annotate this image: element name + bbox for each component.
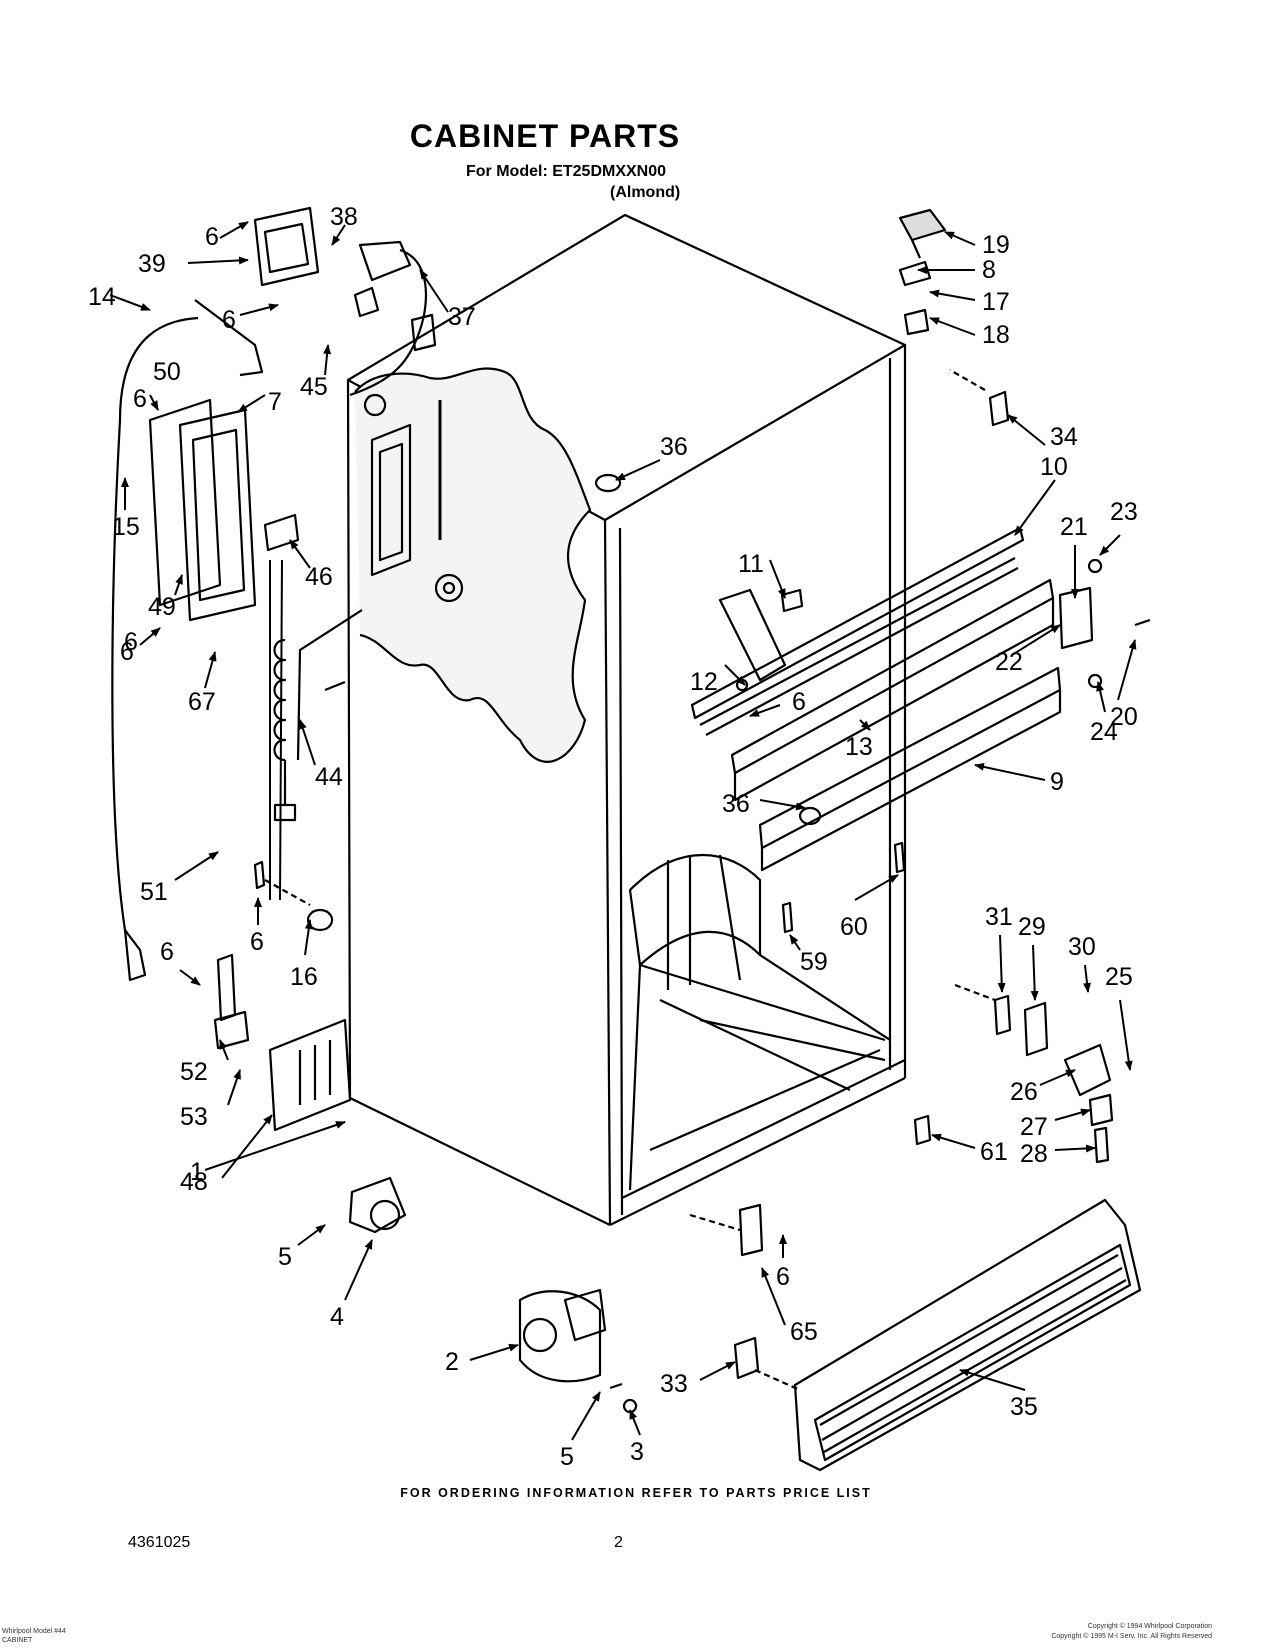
callout-28: 28 [1020,1140,1048,1168]
callout-8: 8 [982,256,996,284]
callout-35: 35 [1010,1393,1038,1421]
model-color: (Almond) [610,184,681,201]
callout-67: 67 [188,688,216,716]
callout-30: 30 [1068,933,1096,961]
callout-48: 48 [180,1168,208,1196]
callout-60: 60 [840,913,868,941]
bottom-left-note: CABINET [2,1637,33,1644]
page-title: CABINET PARTS [409,118,681,154]
ordering-note: FOR ORDERING INFORMATION REFER TO PARTS … [400,1486,872,1500]
callout-6: 6 [133,385,147,413]
callout-20: 20 [1110,703,1138,731]
bottom-left-note: Whirlpool Model #44 [2,1628,66,1635]
callout-9: 9 [1050,768,1064,796]
callout-5: 5 [278,1243,292,1271]
lower-right-parts [689,983,1142,1472]
callout-33: 33 [660,1370,688,1398]
top-hinge-parts [898,208,1151,689]
lower-left-parts [213,860,638,1414]
callout-25: 25 [1105,963,1133,991]
callout-6: 6 [205,223,219,251]
callout-59: 59 [800,948,828,976]
callout-6: 6 [120,638,134,666]
page-number: 2 [614,1534,623,1551]
copyright-note: Copyright © 1994 Whirlpool Corporation [1087,1623,1212,1630]
callout-7: 7 [268,388,282,416]
center-mullion [730,578,1062,872]
callout-36: 36 [722,790,750,818]
callout-27: 27 [1020,1113,1048,1141]
callout-65: 65 [790,1318,818,1346]
callout-37: 37 [448,303,476,331]
callout-52: 52 [180,1058,208,1086]
callout-5: 5 [560,1443,574,1471]
callout-36: 36 [660,433,688,461]
callout-11: 11 [738,550,764,578]
callout-1: 1 [190,1158,204,1186]
callout-21: 21 [1060,513,1088,541]
callout-6: 6 [776,1263,790,1291]
callout-45: 45 [300,373,328,401]
callout-12: 12 [690,668,718,696]
document-number: 4361025 [128,1534,191,1551]
callout-49: 49 [148,593,176,621]
callout-31: 31 [985,903,1013,931]
model-number: For Model: ET25DMXXN00 [466,163,667,180]
callout-2: 2 [445,1348,459,1376]
callout-22: 22 [995,648,1023,676]
callout-4: 4 [330,1303,344,1331]
callout-3: 3 [630,1438,644,1466]
callout-15: 15 [112,513,140,541]
callout-6: 6 [792,688,806,716]
callout-6: 6 [250,928,264,956]
cabinet-shell [346,213,907,1226]
callout-51: 51 [140,878,168,906]
copyright-note: Copyright © 1995 M-I Serv. Inc. All Righ… [1051,1633,1212,1640]
callout-23: 23 [1110,498,1138,526]
callout-6: 6 [222,306,236,334]
callout-29: 29 [1018,913,1046,941]
callout-53: 53 [180,1103,208,1131]
divider-rail [690,526,1025,736]
callout-13: 13 [845,733,873,761]
callout-50: 50 [153,358,181,386]
callout-10: 10 [1040,453,1068,481]
callout-labels: 1 2 3 4 5 5 6 6 6 6 6 6 6 6 6 7 8 9 10 1… [88,203,1138,1471]
leader-lines [109,221,1137,1441]
interior-brackets [594,473,906,934]
cabinet-interior [628,854,891,1191]
callout-18: 18 [982,321,1010,349]
callout-46: 46 [305,563,333,591]
callout-6: 6 [124,628,138,656]
callout-17: 17 [982,288,1010,316]
callout-61: 61 [980,1138,1008,1166]
callout-16: 16 [290,963,318,991]
callout-6: 6 [160,938,174,966]
callout-19: 19 [982,231,1010,259]
callout-38: 38 [330,203,358,231]
callout-34: 34 [1050,423,1078,451]
callout-14: 14 [88,283,116,311]
callout-24: 24 [1090,718,1118,746]
callout-26: 26 [1010,1078,1038,1106]
callout-44: 44 [315,763,343,791]
callout-39: 39 [138,250,166,278]
